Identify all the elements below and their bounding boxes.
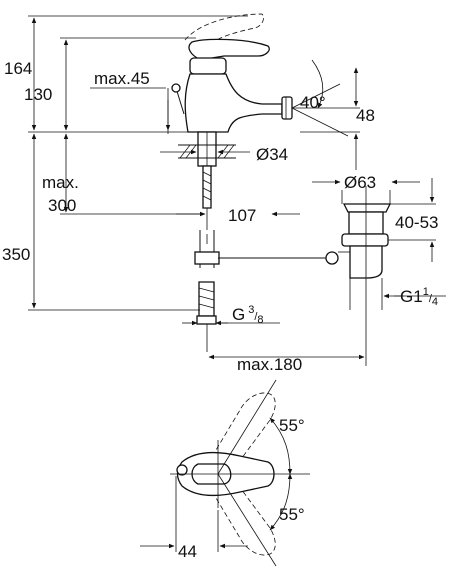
deck-section	[178, 144, 236, 159]
spout-outlet	[281, 96, 293, 120]
lever-handle	[188, 38, 270, 60]
mixer-top-view	[140, 379, 310, 567]
label-107: 107	[228, 206, 256, 225]
label-dia63: Ø63	[344, 173, 376, 192]
supply-nut	[196, 315, 217, 325]
lever-position-left	[203, 392, 276, 475]
label-164: 164	[4, 59, 32, 78]
waste-flange	[342, 203, 392, 213]
label-44: 44	[178, 542, 197, 561]
label-dia34: Ø34	[256, 145, 288, 164]
flexible-hose	[202, 165, 212, 209]
popup-knob	[171, 83, 181, 93]
label-g1-1-4: G11/4	[400, 286, 438, 308]
label-angle-55-bottom: 55°	[279, 505, 305, 524]
label-max45: max.45	[94, 69, 150, 88]
label-max300-line2: 300	[48, 196, 76, 215]
mixer-body	[184, 73, 283, 133]
mixer-side-view	[171, 13, 293, 230]
lever-raised-outline	[184, 13, 264, 49]
label-angle-55-top: 55°	[279, 416, 305, 435]
linkage-joint	[325, 251, 339, 265]
side-view-dimensions	[28, 15, 446, 366]
label-350: 350	[2, 245, 30, 264]
label-130: 130	[24, 85, 52, 104]
label-40-53: 40-53	[395, 213, 438, 232]
angle-valve	[194, 251, 220, 265]
dimension-labels: 164 130 max.45 40° 48 Ø34 max. 300 350 1…	[2, 59, 438, 561]
label-48: 48	[356, 106, 375, 125]
label-angle-40: 40°	[300, 93, 326, 112]
supply-connection	[194, 230, 326, 352]
cartridge-cap	[189, 57, 227, 75]
waste-assembly	[325, 203, 392, 279]
waste-nut	[341, 233, 389, 247]
label-max180: max.180	[237, 355, 302, 374]
lever-position-right	[203, 473, 276, 556]
popup-knob-top	[176, 464, 188, 476]
label-max300-line1: max.	[42, 173, 79, 192]
